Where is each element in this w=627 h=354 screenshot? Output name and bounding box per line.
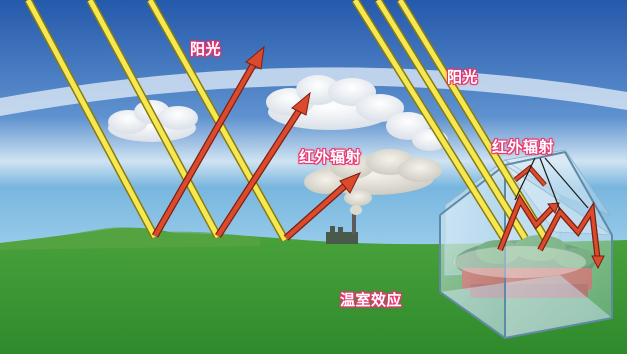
greenhouse-effect-label: 温室效应	[340, 291, 403, 309]
factory	[326, 208, 358, 244]
ir-arrows-greenhouse	[497, 164, 605, 270]
atmosphere-band	[0, 67, 627, 116]
sun-rays-left	[24, 0, 289, 242]
sunlight-label-left: 阳光	[190, 40, 222, 58]
ir-arrows-left	[151, 45, 362, 241]
infrared-label-right: 红外辐射	[492, 138, 555, 156]
sunlight-label-right: 阳光	[447, 68, 479, 86]
label-pointer-lines	[514, 157, 589, 211]
infrared-label-left: 红外辐射	[299, 148, 362, 166]
hills	[0, 227, 260, 250]
